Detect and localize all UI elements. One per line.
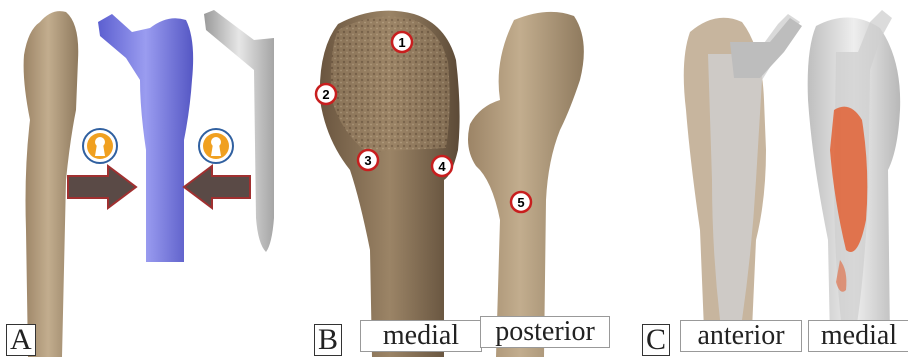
marker-5: 5 <box>511 192 531 212</box>
trabecular-region <box>331 17 450 152</box>
svg-text:3: 3 <box>364 153 371 168</box>
panel-b: 1 2 3 4 5 <box>316 11 584 357</box>
panel-label-a: A <box>6 324 36 356</box>
keyhole-icon <box>199 129 233 163</box>
panel-label-c: C <box>642 324 670 356</box>
panel-label-b: B <box>314 324 342 356</box>
femur-posterior-view <box>468 12 584 357</box>
svg-text:4: 4 <box>438 159 446 174</box>
left-arrow-icon <box>184 166 250 208</box>
view-label-medial-c: medial <box>808 320 908 352</box>
view-label-posterior-b: posterior <box>480 316 610 348</box>
svg-text:5: 5 <box>517 195 524 210</box>
marker-3: 3 <box>358 150 378 170</box>
right-arrow-icon <box>68 166 136 208</box>
panel-a <box>24 10 274 357</box>
panel-c <box>684 10 900 340</box>
keyhole-icon <box>83 129 117 163</box>
view-label-medial-b: medial <box>360 320 482 352</box>
marker-1: 1 <box>392 32 412 52</box>
svg-text:1: 1 <box>398 35 405 50</box>
marker-2: 2 <box>316 84 336 104</box>
view-label-anterior-c: anterior <box>680 320 802 352</box>
marker-4: 4 <box>432 156 452 176</box>
svg-text:2: 2 <box>322 87 329 102</box>
